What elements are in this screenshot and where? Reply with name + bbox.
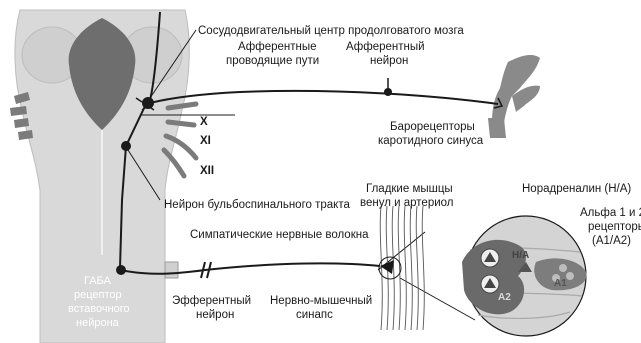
label-synapse-line2: синапс xyxy=(296,309,333,321)
label-afferent-paths-line1: Афферентные xyxy=(238,41,317,53)
label-synapse-line1: Нервно-мышечный xyxy=(270,295,372,307)
label-sympathetic: Симпатические нервные волокна xyxy=(190,229,369,241)
label-baroreceptors-line1: Барорецепторы xyxy=(390,121,475,133)
label-alpha-line2: рецепторы xyxy=(588,221,641,233)
inset-label-a1: А1 xyxy=(554,278,567,289)
label-efferent-line2: нейрон xyxy=(196,309,234,321)
label-gaba-line2: рецептор xyxy=(74,289,122,301)
label-afferent-neuron-line1: Афферентный xyxy=(346,41,425,53)
label-nerve-xii: XII xyxy=(200,165,214,177)
label-alpha-line1: Альфа 1 и 2 xyxy=(580,207,641,219)
inset-label-na: Н/А xyxy=(512,250,529,261)
label-baroreceptors-line2: каротидного синуса xyxy=(378,135,484,147)
afferent-neuron-cell xyxy=(384,88,392,96)
label-bulbospinal: Нейрон бульбоспинального тракта xyxy=(164,199,350,211)
label-gaba-line1: ГАБА xyxy=(84,275,112,287)
label-alpha-line3: (А1/А2) xyxy=(592,235,631,247)
label-vasomotor-center: Сосудодвигательный центр продолговатого … xyxy=(198,25,464,37)
inset-label-a2: А2 xyxy=(498,292,511,303)
label-efferent-line1: Эфферентный xyxy=(172,295,251,307)
receptor-inset xyxy=(462,216,587,336)
label-smooth-muscle-line2: венул и артериол xyxy=(360,197,454,209)
spinal-root xyxy=(165,262,178,278)
carotid-artery xyxy=(488,55,540,138)
label-gaba-line4: нейрона xyxy=(76,317,120,329)
label-smooth-muscle-line1: Гладкие мышцы xyxy=(366,183,453,195)
label-afferent-paths-line2: проводящие пути xyxy=(226,55,319,67)
label-gaba-line3: вставочного xyxy=(68,303,130,315)
label-noradrenaline: Норадреналин (Н/А) xyxy=(522,183,631,195)
label-afferent-neuron-line2: нейрон xyxy=(370,55,408,67)
label-nerve-xi: XI xyxy=(200,135,211,147)
label-nerve-x: X xyxy=(200,116,208,128)
